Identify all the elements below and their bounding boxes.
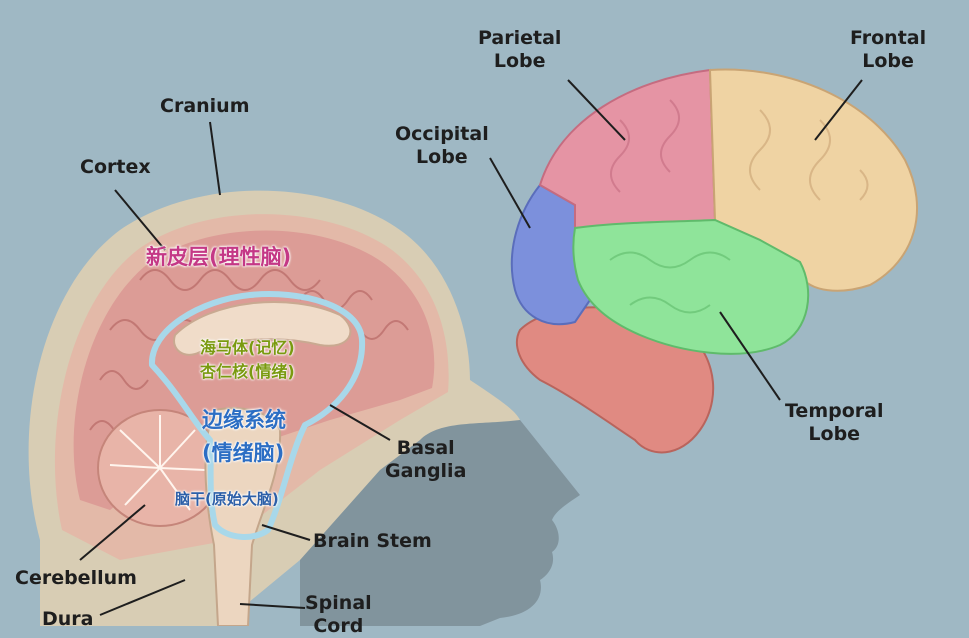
leader-cranium <box>209 121 221 196</box>
lobe-folds <box>609 99 869 314</box>
label-cortex: Cortex <box>80 156 151 178</box>
leader-parietal <box>567 79 626 141</box>
annotation-brainstem: 脑干(原始大脑) <box>175 490 279 508</box>
annotation-neocortex: 新皮层(理性脑) <box>146 245 292 269</box>
leader-occipital <box>489 157 531 229</box>
leader-lines <box>79 79 863 616</box>
leader-temporal <box>719 311 781 401</box>
leader-spinal <box>239 603 306 609</box>
annotation-emotional-brain: (情绪脑) <box>202 441 285 465</box>
frontal-lobe <box>708 68 919 292</box>
leader-frontal <box>814 79 863 141</box>
leader-basal <box>329 404 391 441</box>
label-brain-stem: Brain Stem <box>313 530 432 552</box>
annotation-hippocampus: 海马体(记忆) <box>200 338 295 357</box>
label-cranium: Cranium <box>160 95 250 117</box>
annotation-amygdala: 杏仁核(情绪) <box>200 362 295 381</box>
limbic-outline <box>148 291 366 540</box>
cerebellum-folds <box>109 415 206 511</box>
label-cerebellum: Cerebellum <box>15 567 137 589</box>
inner-brain <box>173 301 352 356</box>
leader-cerebellum <box>79 504 146 561</box>
brainstem-shape <box>204 407 282 626</box>
leader-dura <box>99 579 186 616</box>
leader-brainstem <box>261 524 311 541</box>
leader-cortex <box>114 189 166 251</box>
annotation-limbic-system: 边缘系统 <box>202 408 286 432</box>
label-dura: Dura <box>42 608 94 630</box>
